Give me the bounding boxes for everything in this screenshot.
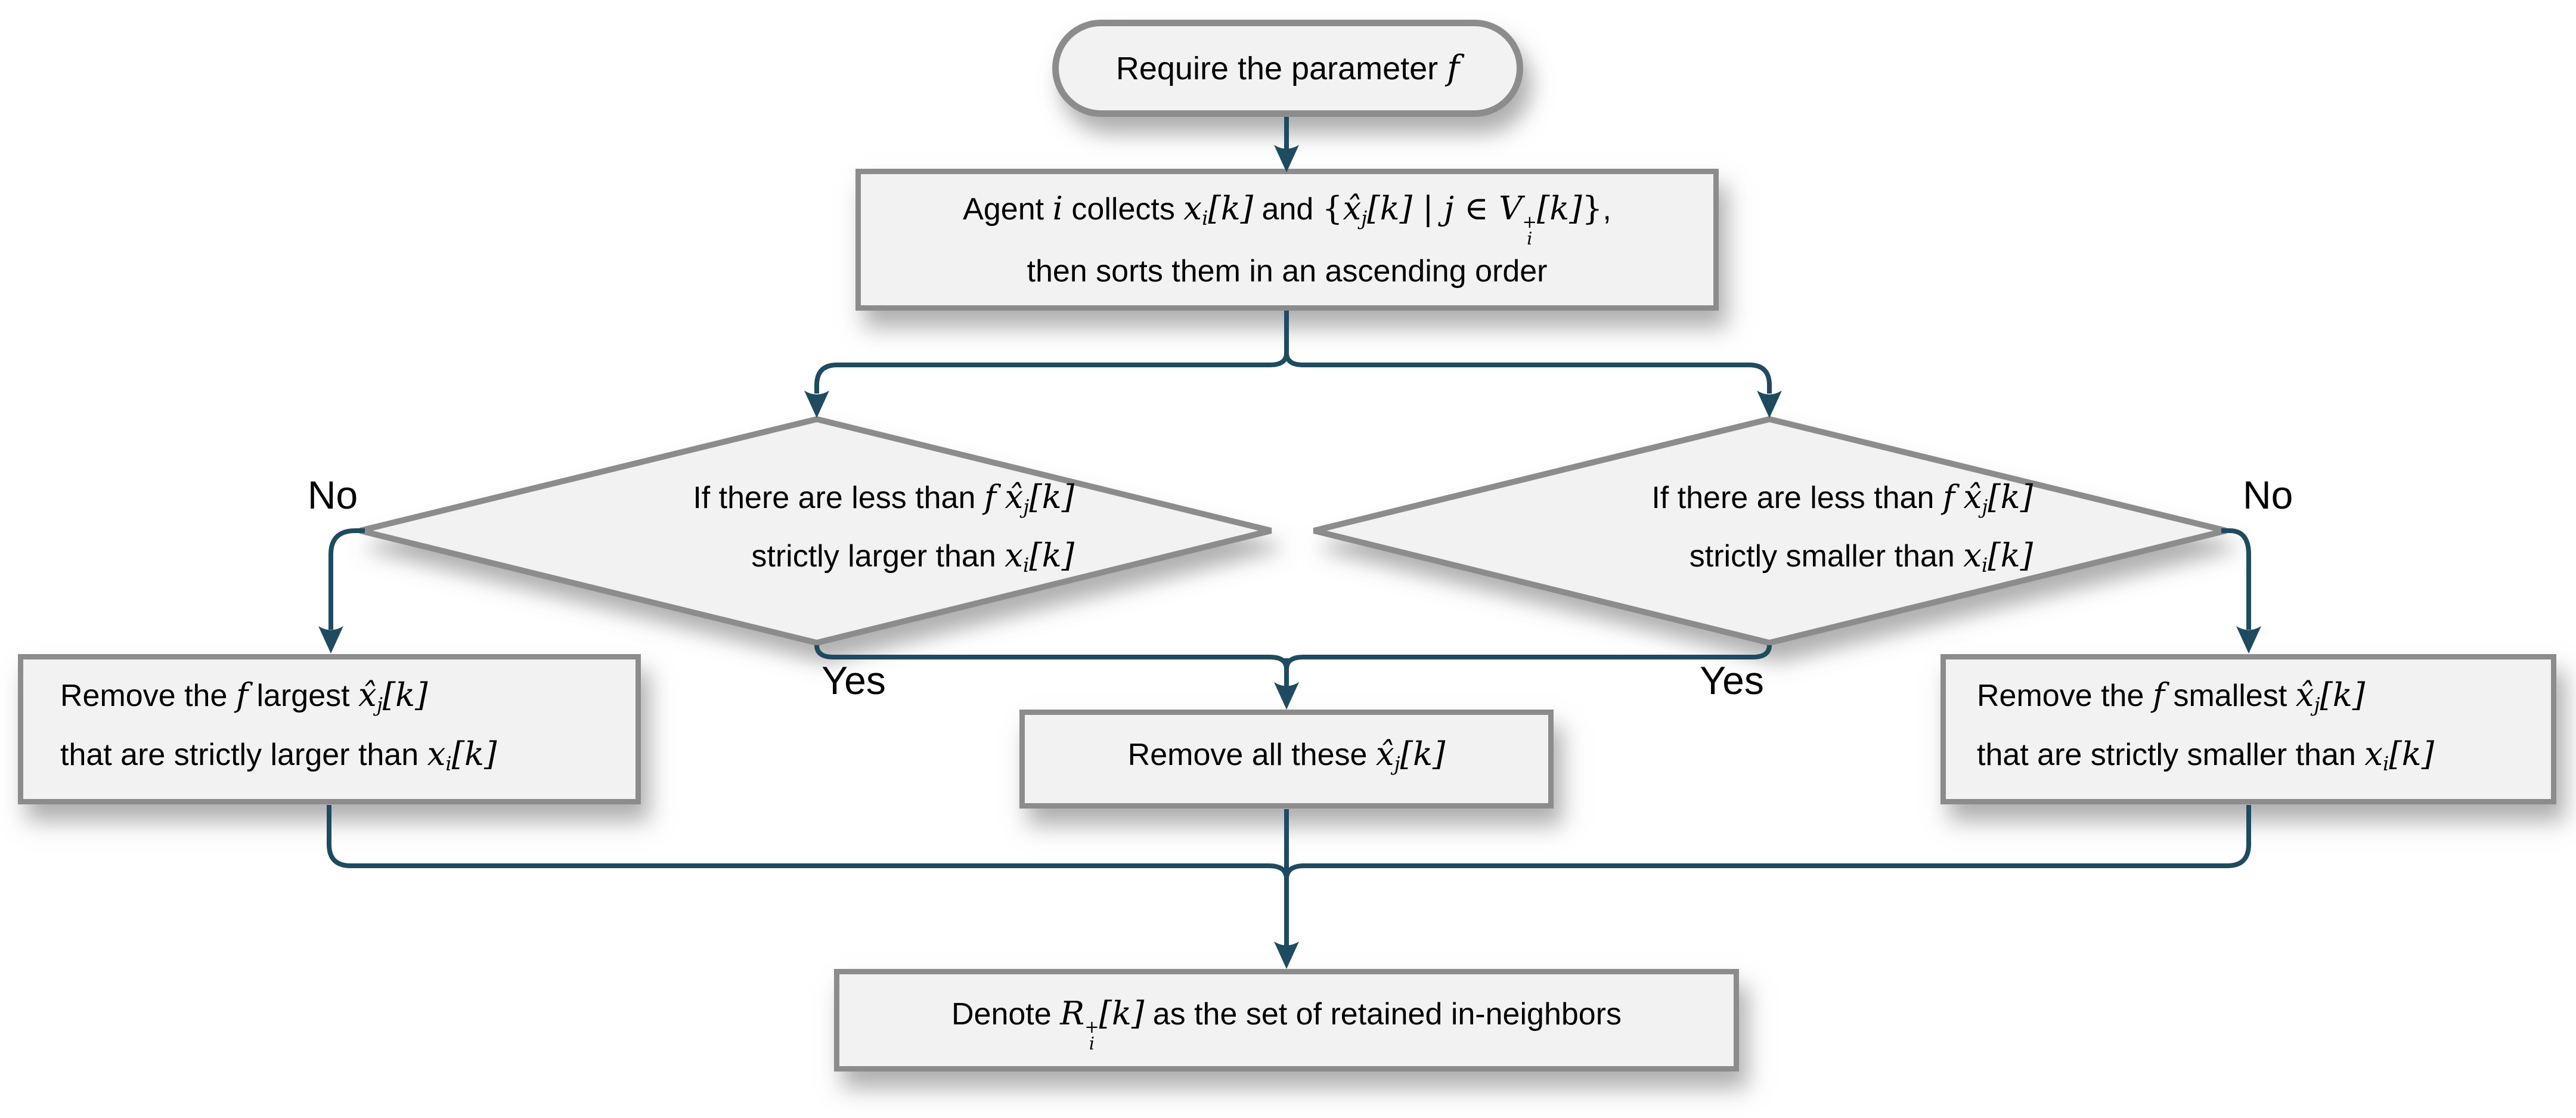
node-remove-all-label: Remove all these x̂j[k] (1127, 735, 1446, 776)
node-denote-label: Denote R+i[k] as the set of retained in-… (951, 993, 1622, 1054)
decision-smaller-line1: If there are less than f x̂j[k] (1651, 478, 2033, 519)
arrowhead-into-diamond-smaller (1757, 391, 1782, 418)
connector-no-left (328, 528, 365, 630)
node-collect-sort: Agent i collects xi[k] and {x̂j[k] | j ∈… (855, 169, 1719, 311)
arrowhead-into-diamond-larger (804, 391, 829, 418)
node-collect-line1: Agent i collects xi[k] and {x̂j[k] | j ∈… (963, 188, 1611, 249)
connector-split-right (1284, 352, 1772, 394)
node-remove-largest-line1: Remove the f largest x̂j[k] (60, 675, 428, 716)
node-remove-largest-line2: that are strictly larger than xi[k] (60, 735, 497, 776)
arrowhead-into-remove-all (1274, 682, 1299, 710)
edge-label-yes-right: Yes (1700, 658, 1764, 702)
decision-larger-text: If there are less than f x̂j[k] strictly… (360, 419, 1271, 643)
node-remove-smallest: Remove the f smallest x̂j[k] that are st… (1940, 654, 2556, 804)
decision-smaller-line2: strictly smaller than xi[k] (1689, 535, 2033, 577)
connector-split-left (814, 352, 1289, 394)
decision-smaller-text: If there are less than f x̂j[k] strictly… (1314, 419, 2226, 643)
node-remove-largest: Remove the f largest x̂j[k] that are str… (18, 654, 641, 804)
arrowhead-into-remove-smallest (2236, 626, 2261, 654)
arrowhead-into-denote (1274, 942, 1299, 969)
arrowhead-into-remove-largest (318, 626, 343, 654)
edge-label-no-left: No (307, 473, 358, 517)
decision-larger-line1: If there are less than f x̂j[k] (693, 478, 1074, 519)
node-start: Require the parameter f (1052, 20, 1523, 117)
edge-label-no-right: No (2243, 473, 2293, 517)
node-remove-smallest-line1: Remove the f smallest x̂j[k] (1977, 675, 2366, 716)
node-denote-retained: Denote R+i[k] as the set of retained in-… (834, 969, 1739, 1071)
connector-merge-right (1284, 805, 2251, 879)
connector-merge-left (327, 805, 1289, 879)
decision-diamond-smaller (1313, 416, 2227, 646)
node-remove-all: Remove all these x̂j[k] (1019, 710, 1554, 809)
decision-diamond-larger (359, 416, 1272, 646)
edge-label-yes-left: Yes (822, 658, 886, 702)
decision-larger-line2: strictly larger than xi[k] (751, 535, 1074, 577)
node-start-label: Require the parameter f (1115, 48, 1460, 88)
connector-no-right (2221, 528, 2251, 630)
node-collect-line2: then sorts them in an ascending order (1027, 254, 1548, 289)
arrowhead-into-collect (1274, 145, 1299, 172)
node-remove-smallest-line2: that are strictly smaller than xi[k] (1977, 735, 2435, 776)
